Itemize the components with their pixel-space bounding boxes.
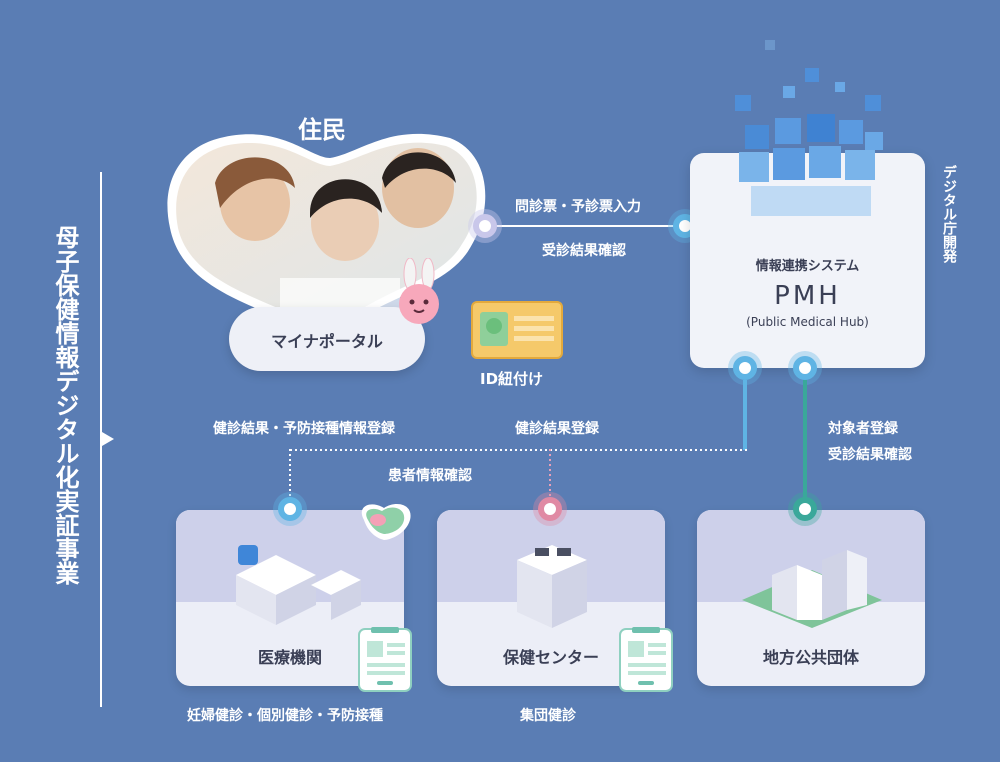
city-hall-building-icon [742, 550, 882, 628]
kenshin-result-register-label: 健診結果登録 [515, 421, 599, 437]
medical-institution-card[interactable]: 医療機関 [176, 510, 404, 686]
hospital-building-icon [236, 545, 361, 625]
myna-portal-label: マイナポータル [271, 332, 383, 351]
patient-confirm-label: 患者情報確認 [388, 468, 472, 484]
health-center-name: 保健センター [502, 648, 599, 667]
data-cubes-graphic [735, 40, 883, 216]
resident-pmh-link [485, 225, 685, 227]
local-government-name: 地方公共団体 [762, 648, 859, 667]
id-link-label: ID紐付け [480, 370, 544, 388]
developer-label: デジタル庁開発 [941, 165, 957, 263]
pmh-name: PMH [774, 281, 841, 311]
medical-note: 妊婦健診・個別健診・予防接種 [187, 708, 383, 724]
pointer-arrow-icon [102, 432, 114, 446]
medical-down-line [289, 449, 291, 507]
kenshin-register-label: 健診結果・予防接種情報登録 [213, 421, 395, 437]
pmh-local-dot [793, 356, 817, 380]
medical-connector-dot [278, 497, 302, 521]
myna-portal-card[interactable]: マイナポータル [229, 307, 425, 371]
target-result-confirm-label: 受診結果確認 [828, 447, 912, 463]
local-government-card[interactable]: 地方公共団体 [697, 510, 925, 686]
medical-institution-name: 医療機関 [257, 648, 322, 667]
result-confirm-label: 受診結果確認 [542, 243, 626, 259]
health-center-building-icon [517, 545, 587, 628]
heart-mascot-icon [361, 504, 411, 540]
pmh-caption: 情報連携システム [755, 259, 860, 274]
resident-connector-dot [473, 214, 497, 238]
local-gov-line [803, 380, 807, 500]
divider-line [100, 172, 102, 707]
center-connector-dot [538, 497, 562, 521]
rabbit-mascot-icon [399, 258, 439, 324]
medical-link-line [290, 449, 747, 451]
pmh-medical-line [743, 380, 747, 450]
resident-label: 住民 [298, 116, 346, 144]
target-register-label: 対象者登録 [828, 421, 898, 437]
pmh-medical-dot [733, 356, 757, 380]
pmh-card[interactable]: 情報連携システム PMH (Public Medical Hub) [690, 153, 925, 368]
family-photo [167, 133, 486, 318]
pmh-full-name: (Public Medical Hub) [746, 315, 869, 329]
id-card-icon [471, 301, 563, 359]
tablet-device-icon [358, 627, 412, 692]
tablet-device-icon-2 [619, 627, 673, 692]
page-title: 母子保健情報デジタル化実証事業 [51, 225, 79, 585]
monshin-label: 問診票・予診票入力 [515, 199, 641, 215]
local-connector-dot [793, 497, 817, 521]
center-down-line [549, 449, 551, 507]
center-note: 集団健診 [520, 708, 576, 724]
